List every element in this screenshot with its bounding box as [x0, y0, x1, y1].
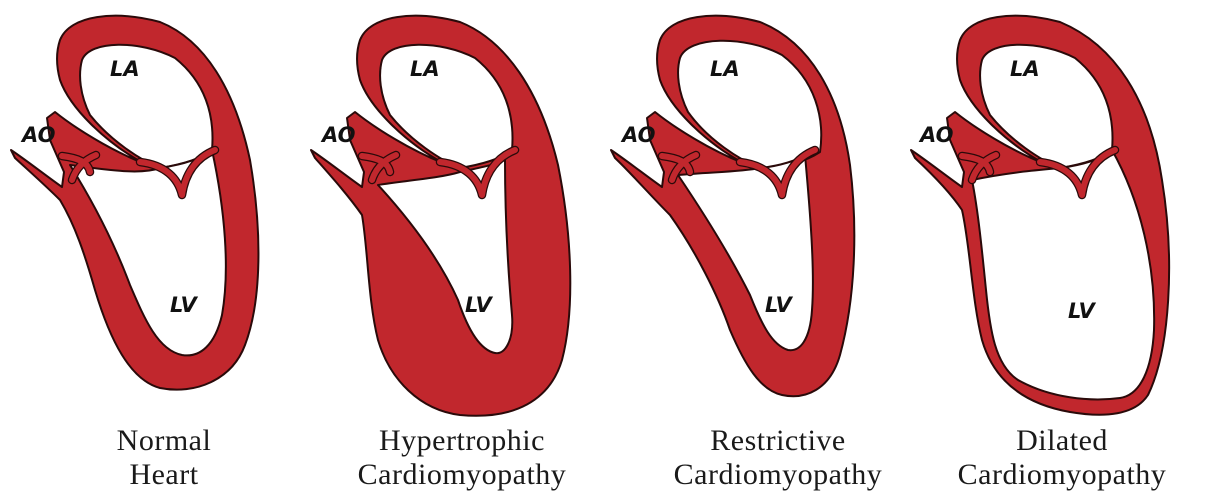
- lv-label: LV: [465, 293, 493, 317]
- hypertrophic-heart-drawing: LA AO LV: [300, 0, 600, 420]
- caption-line-1: Restrictive: [638, 424, 918, 458]
- la-label: LA: [1010, 57, 1040, 81]
- lv-label: LV: [170, 293, 198, 317]
- la-label: LA: [710, 57, 740, 81]
- lv-label: LV: [765, 293, 793, 317]
- caption-line-2: Cardiomyopathy: [322, 458, 602, 492]
- hypertrophic-caption: Hypertrophic Cardiomyopathy: [322, 424, 602, 492]
- caption-line-1: Normal: [24, 424, 304, 458]
- ao-label: AO: [320, 123, 356, 147]
- la-label: LA: [410, 57, 440, 81]
- caption-line-2: Heart: [24, 458, 304, 492]
- restrictive-heart-drawing: LA AO LV: [600, 0, 900, 420]
- ao-label: AO: [620, 123, 656, 147]
- la-label: LA: [110, 57, 140, 81]
- normal-heart-caption: Normal Heart: [24, 424, 304, 492]
- ao-label: AO: [918, 123, 954, 147]
- caption-line-1: Dilated: [922, 424, 1202, 458]
- dilated-caption: Dilated Cardiomyopathy: [922, 424, 1202, 492]
- caption-line-1: Hypertrophic: [322, 424, 602, 458]
- dilated-heart-drawing: LA AO LV: [900, 0, 1207, 420]
- restrictive-caption: Restrictive Cardiomyopathy: [638, 424, 918, 492]
- lv-label: LV: [1068, 299, 1096, 323]
- caption-line-2: Cardiomyopathy: [638, 458, 918, 492]
- ao-label: AO: [20, 123, 56, 147]
- caption-line-2: Cardiomyopathy: [922, 458, 1202, 492]
- normal-heart-drawing: LA AO LV: [0, 0, 300, 420]
